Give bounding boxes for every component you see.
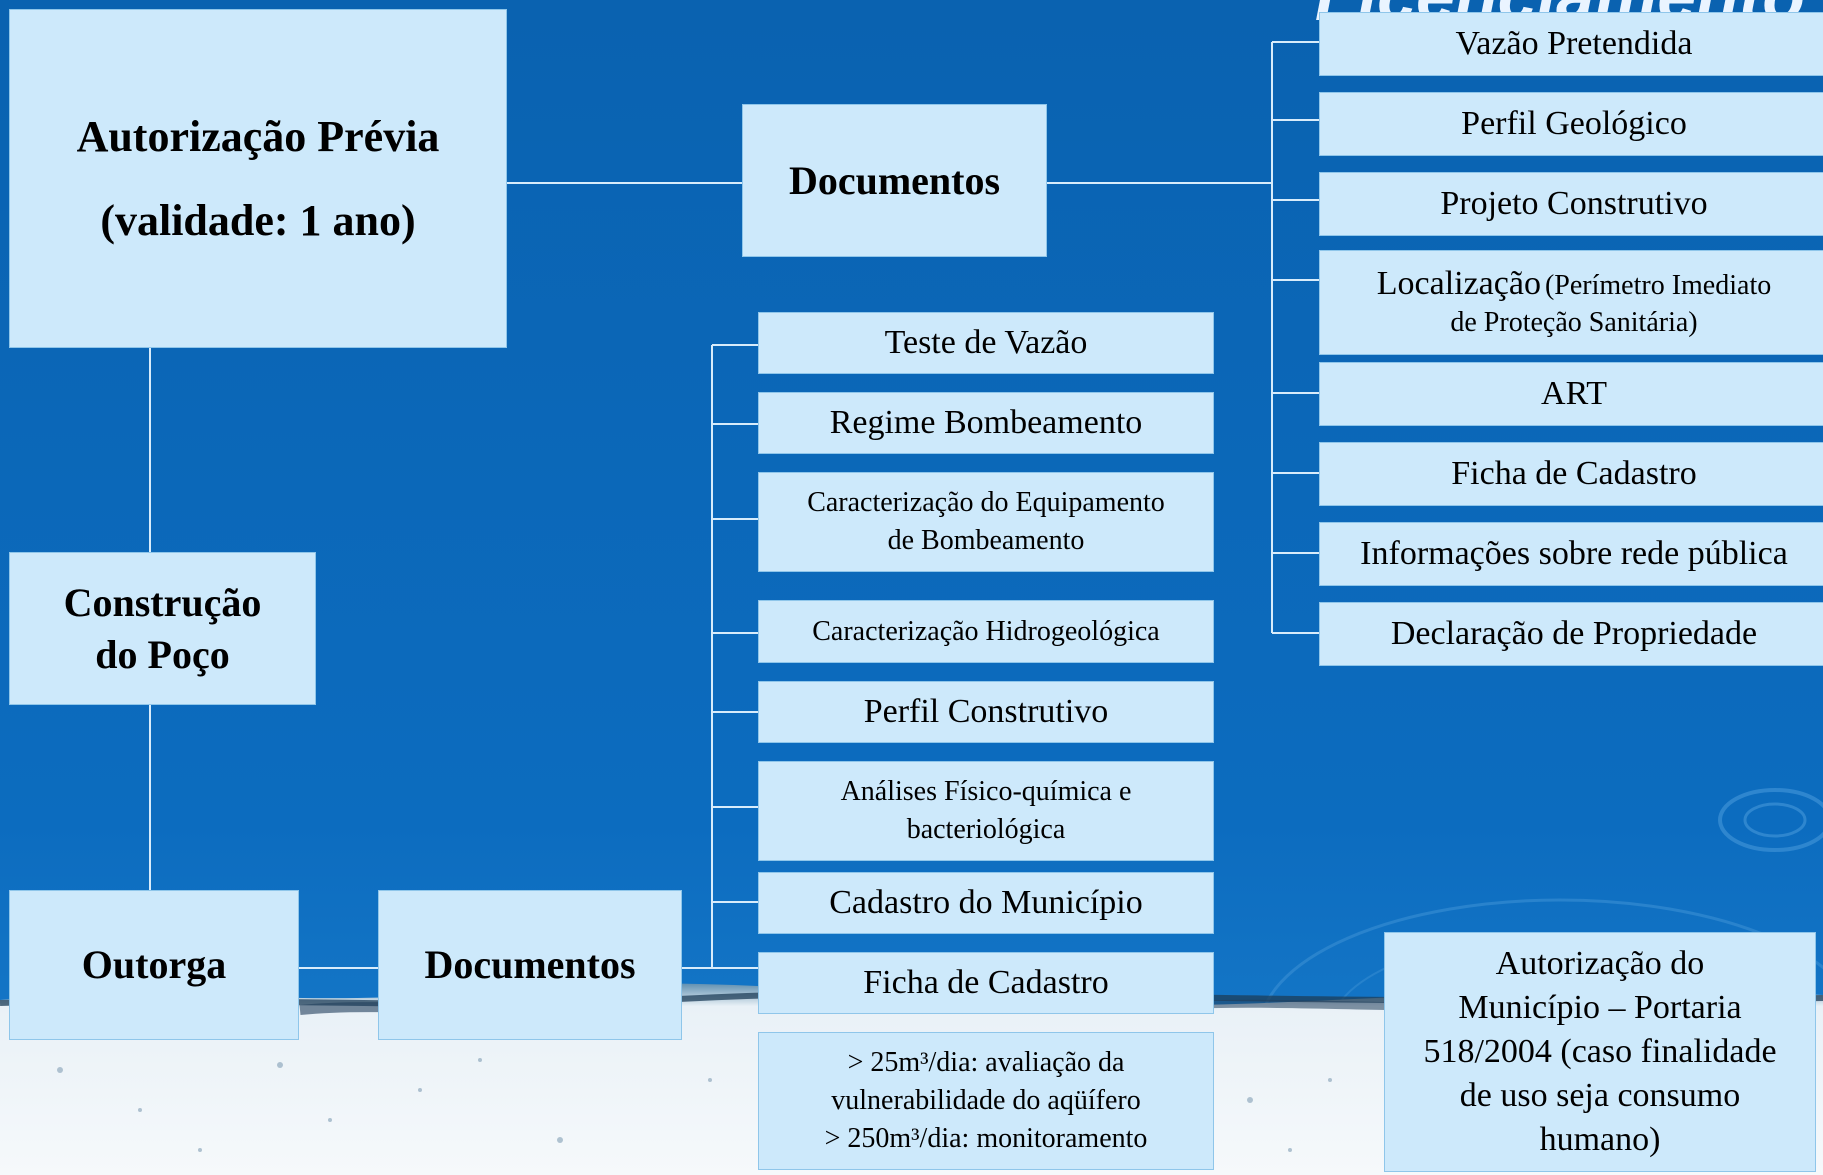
doc-projeto-construtivo-label: Projeto Construtivo bbox=[1440, 185, 1708, 222]
doc-vazao-pretendida: Vazão Pretendida bbox=[1319, 12, 1823, 76]
doc-caracterizacao-equipamento-line1: Caracterização do Equipamento bbox=[807, 487, 1165, 519]
doc-informacoes-rede-publica: Informações sobre rede pública bbox=[1319, 522, 1823, 586]
doc-vazao-thresholds: > 25m³/dia: avaliação da vulnerabilidade… bbox=[758, 1032, 1214, 1170]
doc-declaracao-propriedade: Declaração de Propriedade bbox=[1319, 602, 1823, 666]
municipio-note-line2: Município – Portaria bbox=[1458, 988, 1742, 1026]
municipio-note-line5: humano) bbox=[1539, 1121, 1661, 1159]
doc-analises: Análises Físico-química e bacteriológica bbox=[758, 761, 1214, 861]
outorga-box: Outorga bbox=[9, 890, 299, 1040]
municipio-note-line3: 518/2004 (caso finalidade bbox=[1423, 1032, 1777, 1070]
autorizacao-previa-label: Autorização Prévia bbox=[76, 111, 440, 161]
doc-ficha-de-cadastro-top-label: Ficha de Cadastro bbox=[1451, 455, 1697, 492]
documentos-bottom-label: Documentos bbox=[424, 942, 636, 987]
doc-teste-de-vazao: Teste de Vazão bbox=[758, 312, 1214, 374]
validade-label: (validade: 1 ano) bbox=[100, 195, 416, 245]
doc-declaracao-propriedade-label: Declaração de Propriedade bbox=[1390, 615, 1758, 652]
autorizacao-previa-box: Autorização Prévia (validade: 1 ano) bbox=[9, 9, 507, 348]
doc-localizacao-detail-1: (Perímetro Imediato bbox=[1544, 269, 1772, 301]
doc-informacoes-rede-publica-label: Informações sobre rede pública bbox=[1360, 535, 1788, 572]
doc-regime-bombeamento-label: Regime Bombeamento bbox=[829, 404, 1143, 441]
outorga-label: Outorga bbox=[81, 942, 227, 987]
doc-perfil-construtivo: Perfil Construtivo bbox=[758, 681, 1214, 743]
doc-caracterizacao-hidrogeologica-label: Caracterização Hidrogeológica bbox=[812, 615, 1160, 647]
doc-art-label: ART bbox=[1541, 375, 1607, 412]
doc-perfil-geologico-label: Perfil Geológico bbox=[1461, 105, 1687, 142]
doc-ficha-de-cadastro-bottom: Ficha de Cadastro bbox=[758, 952, 1214, 1014]
doc-perfil-geologico: Perfil Geológico bbox=[1319, 92, 1823, 156]
construcao-do-poco-box: Construção do Poço bbox=[9, 552, 316, 705]
doc-analises-line2: bacteriológica bbox=[906, 814, 1066, 845]
documentos-bottom-box: Documentos bbox=[378, 890, 682, 1040]
doc-vazao-threshold-line2: vulnerabilidade do aqüífero bbox=[831, 1085, 1141, 1117]
doc-teste-de-vazao-label: Teste de Vazão bbox=[884, 324, 1088, 361]
documentos-top-box: Documentos bbox=[742, 104, 1047, 257]
doc-ficha-de-cadastro-bottom-label: Ficha de Cadastro bbox=[863, 964, 1109, 1001]
doc-caracterizacao-equipamento-line2: de Bombeamento bbox=[887, 525, 1085, 556]
doc-caracterizacao-hidrogeologica: Caracterização Hidrogeológica bbox=[758, 600, 1214, 663]
doc-perfil-construtivo-label: Perfil Construtivo bbox=[863, 693, 1109, 730]
doc-cadastro-municipio: Cadastro do Município bbox=[758, 872, 1214, 934]
do-poco-label: do Poço bbox=[95, 631, 230, 677]
doc-regime-bombeamento: Regime Bombeamento bbox=[758, 392, 1214, 454]
doc-vazao-threshold-line3: > 250m³/dia: monitoramento bbox=[824, 1122, 1148, 1154]
municipio-note-line1: Autorização do bbox=[1495, 944, 1705, 982]
doc-art: ART bbox=[1319, 362, 1823, 426]
doc-vazao-pretendida-label: Vazão Pretendida bbox=[1455, 25, 1693, 62]
doc-cadastro-municipio-label: Cadastro do Município bbox=[829, 884, 1143, 921]
doc-analises-line1: Análises Físico-química e bbox=[840, 776, 1132, 808]
doc-localizacao-detail-2: de Proteção Sanitária) bbox=[1450, 306, 1698, 338]
doc-projeto-construtivo: Projeto Construtivo bbox=[1319, 172, 1823, 236]
doc-localizacao: Localização (Perímetro Imediato de Prote… bbox=[1319, 250, 1823, 355]
autorizacao-municipio-box: Autorização do Município – Portaria 518/… bbox=[1384, 932, 1816, 1172]
municipio-note-line4: de uso seja consumo bbox=[1459, 1077, 1741, 1115]
doc-vazao-threshold-line1: > 25m³/dia: avaliação da bbox=[847, 1047, 1125, 1079]
doc-ficha-de-cadastro-top: Ficha de Cadastro bbox=[1319, 442, 1823, 506]
documentos-top-label: Documentos bbox=[788, 157, 1001, 203]
construcao-label: Construção bbox=[63, 579, 262, 625]
doc-localizacao-label: Localização bbox=[1376, 264, 1541, 302]
doc-caracterizacao-equipamento: Caracterização do Equipamento de Bombeam… bbox=[758, 472, 1214, 572]
